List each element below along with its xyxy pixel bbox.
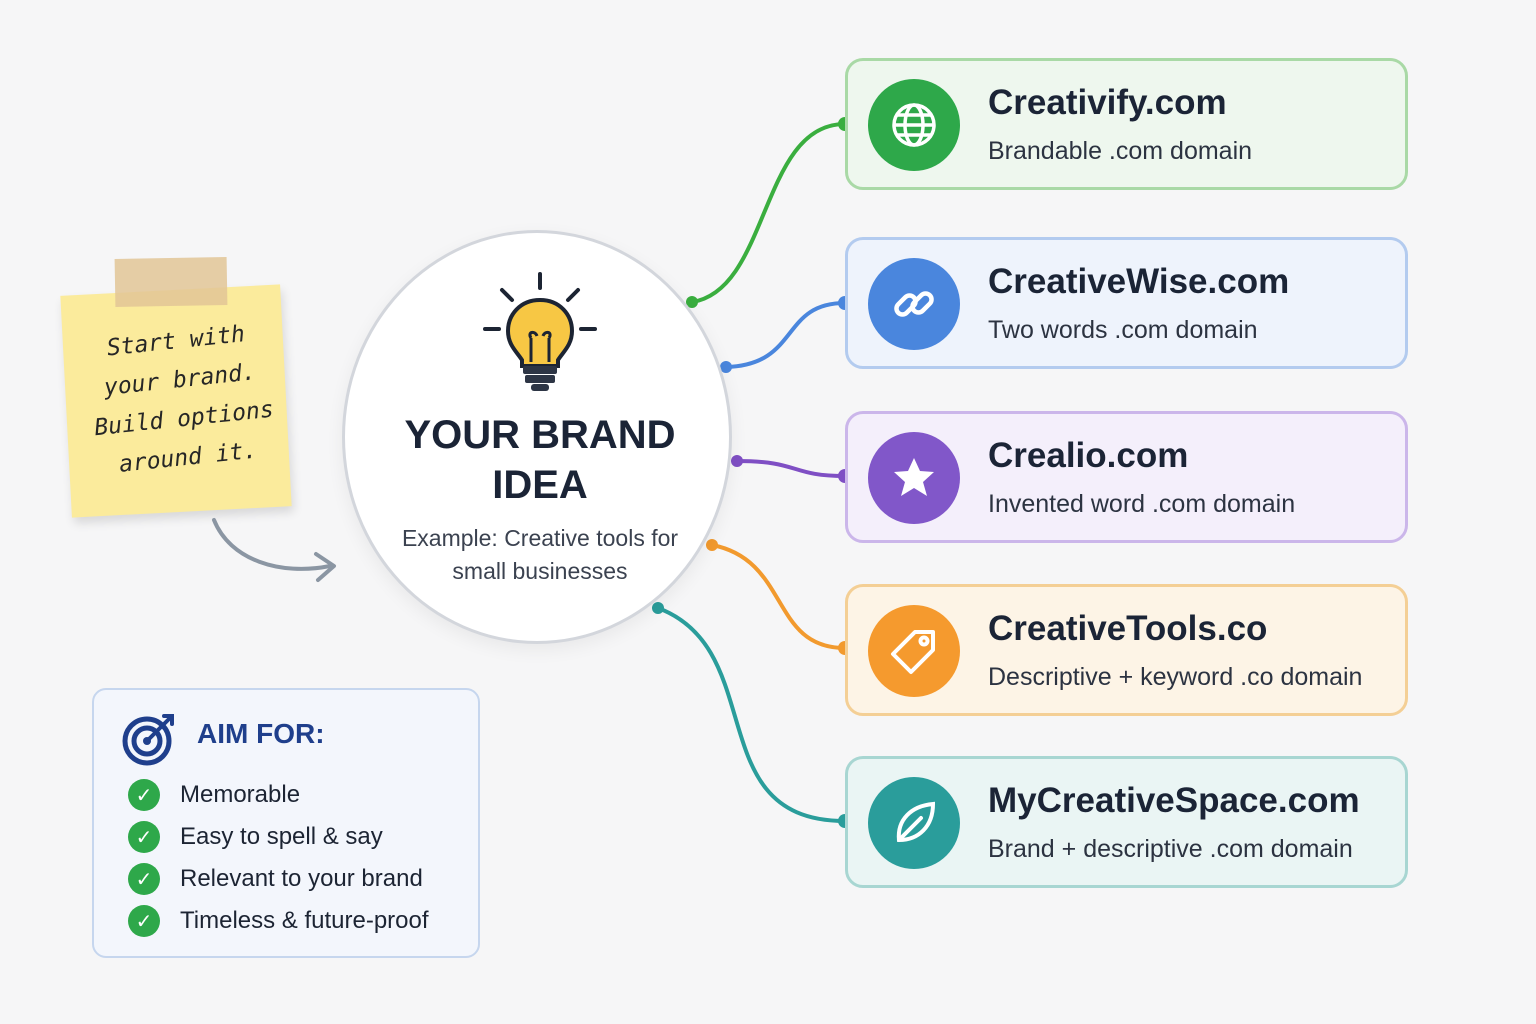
check-icon: ✓	[128, 779, 160, 811]
domain-name: MyCreativeSpace.com	[988, 781, 1360, 820]
domain-description: Two words .com domain	[988, 316, 1258, 344]
connector-dot	[720, 361, 732, 373]
aim-item-label: Relevant to your brand	[180, 865, 423, 892]
connector-dot	[652, 602, 664, 614]
domain-description: Descriptive + keyword .co domain	[988, 663, 1363, 691]
aim-list-item: ✓ Easy to spell & say	[128, 816, 429, 858]
leaf-icon	[868, 777, 960, 869]
domain-card-crealio[interactable]: Crealio.com Invented word .com domain	[845, 411, 1408, 543]
domain-card-creativify[interactable]: Creativify.com Brandable .com domain	[845, 58, 1408, 190]
link-icon	[868, 258, 960, 350]
target-icon	[122, 714, 174, 766]
globe-icon	[868, 79, 960, 171]
aim-list-item: ✓ Memorable	[128, 774, 429, 816]
domain-description: Brand + descriptive .com domain	[988, 835, 1353, 863]
sticky-note-text: Start with your brand. Build options aro…	[93, 321, 275, 478]
check-icon: ✓	[128, 821, 160, 853]
connector-dot	[731, 455, 743, 467]
aim-list-item: ✓ Relevant to your brand	[128, 858, 429, 900]
domain-name: CreativeTools.co	[988, 609, 1268, 648]
domain-name: CreativeWise.com	[988, 262, 1290, 301]
connector-mycreativespace	[657, 606, 846, 823]
connector-creativewise	[725, 301, 846, 369]
connector-dot	[686, 296, 698, 308]
brand-idea-subtitle: Example: Creative tools for small busine…	[401, 525, 679, 584]
sticky-tape	[114, 257, 228, 307]
connector-creativify	[691, 122, 846, 304]
aim-for-title: AIM FOR:	[197, 718, 325, 749]
domain-description: Brandable .com domain	[988, 137, 1253, 165]
aim-item-label: Timeless & future-proof	[180, 907, 429, 934]
curved-arrow-icon	[212, 518, 336, 582]
check-icon: ✓	[128, 863, 160, 895]
connector-crealio	[736, 459, 846, 478]
domain-description: Invented word .com domain	[988, 490, 1296, 518]
lightbulb-icon	[483, 272, 597, 391]
connector-dot	[706, 539, 718, 551]
domain-name: Creativify.com	[988, 83, 1227, 122]
domain-card-mycreativespace[interactable]: MyCreativeSpace.com Brand + descriptive …	[845, 756, 1408, 888]
check-icon: ✓	[128, 905, 160, 937]
tag-icon	[868, 605, 960, 697]
aim-item-label: Memorable	[180, 781, 301, 808]
connector-creativetools	[711, 543, 846, 650]
aim-for-list: ✓ Memorable ✓ Easy to spell & say ✓ Rele…	[128, 774, 429, 942]
aim-list-item: ✓ Timeless & future-proof	[128, 900, 429, 942]
brand-idea-title: YOUR BRAND IDEA	[404, 413, 676, 507]
star-icon	[868, 432, 960, 524]
domain-card-creativewise[interactable]: CreativeWise.com Two words .com domain	[845, 237, 1408, 369]
domain-card-creativetools[interactable]: CreativeTools.co Descriptive + keyword .…	[845, 584, 1408, 716]
domain-name: Crealio.com	[988, 436, 1189, 475]
aim-item-label: Easy to spell & say	[180, 823, 383, 850]
